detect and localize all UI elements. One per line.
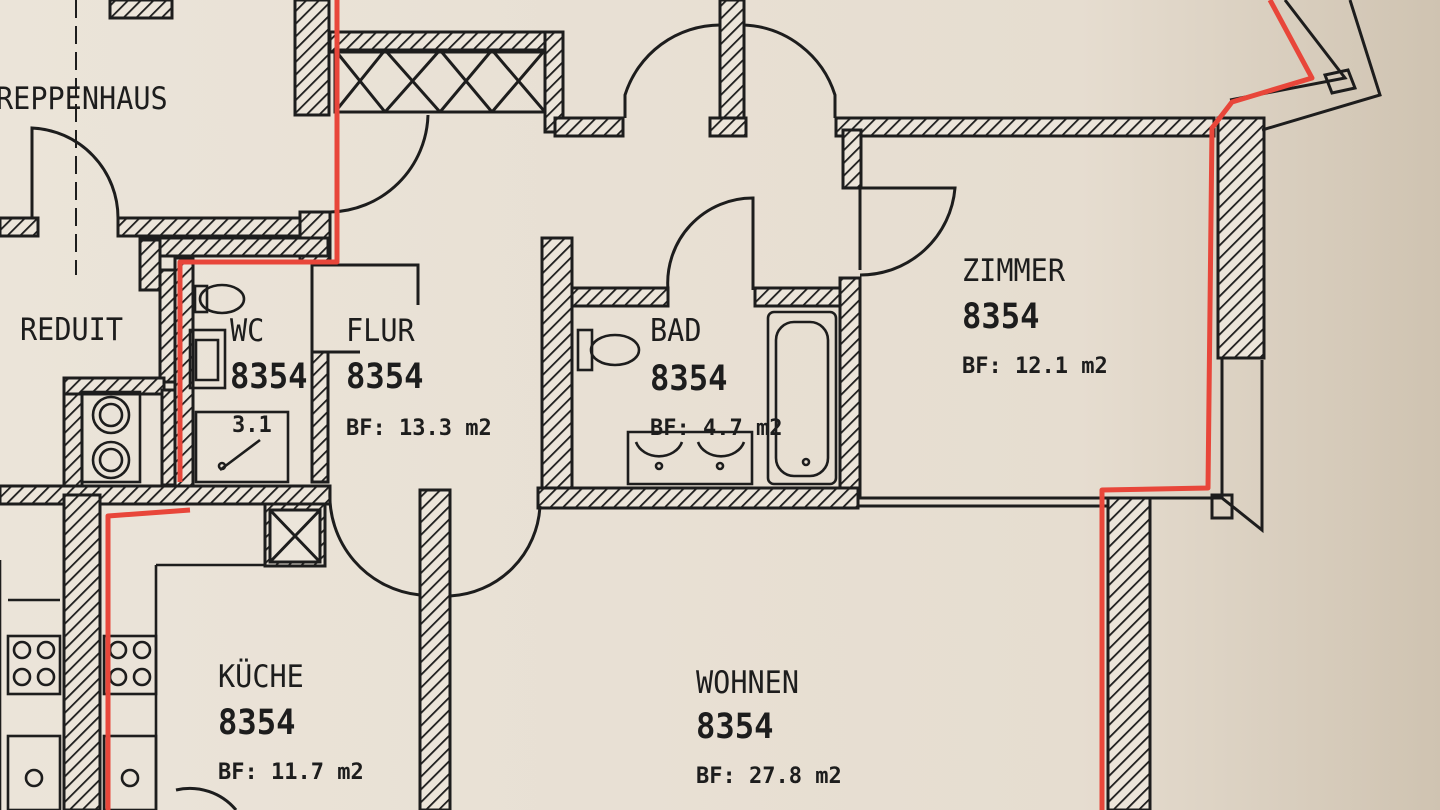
red-marker-outline <box>105 0 1315 810</box>
doors <box>30 23 957 810</box>
room-number-wc: 8354 <box>230 357 308 397</box>
room-name-kueche: KÜCHE <box>218 659 304 695</box>
room-area-kueche: BF: 11.7 m2 <box>218 760 364 785</box>
room-area-wc: 3.1 <box>232 413 272 438</box>
fixtures <box>0 283 838 810</box>
room-area-bad: BF: 4.7 m2 <box>650 416 783 441</box>
room-number-bad: 8354 <box>650 359 728 399</box>
shafts <box>268 48 547 564</box>
room-area-wohnen: BF: 27.8 m2 <box>696 764 842 789</box>
room-number-wohnen: 8354 <box>696 707 774 747</box>
room-name-wohnen: WOHNEN <box>696 665 800 701</box>
room-name-zimmer: ZIMMER <box>962 253 1066 289</box>
room-area-zimmer: BF: 12.1 m2 <box>962 354 1108 379</box>
walls <box>0 0 1266 810</box>
room-name-wc: WC <box>230 313 265 349</box>
room-number-flur: 8354 <box>346 357 424 397</box>
room-number-zimmer: 8354 <box>962 297 1040 337</box>
room-area-flur: BF: 13.3 m2 <box>346 416 492 441</box>
room-name-treppenhaus: REPPENHAUS <box>0 81 168 117</box>
room-number-kueche: 8354 <box>218 703 296 743</box>
room-name-bad: BAD <box>650 313 702 349</box>
room-name-flur: FLUR <box>346 313 415 349</box>
room-name-reduit: REDUIT <box>20 312 124 348</box>
